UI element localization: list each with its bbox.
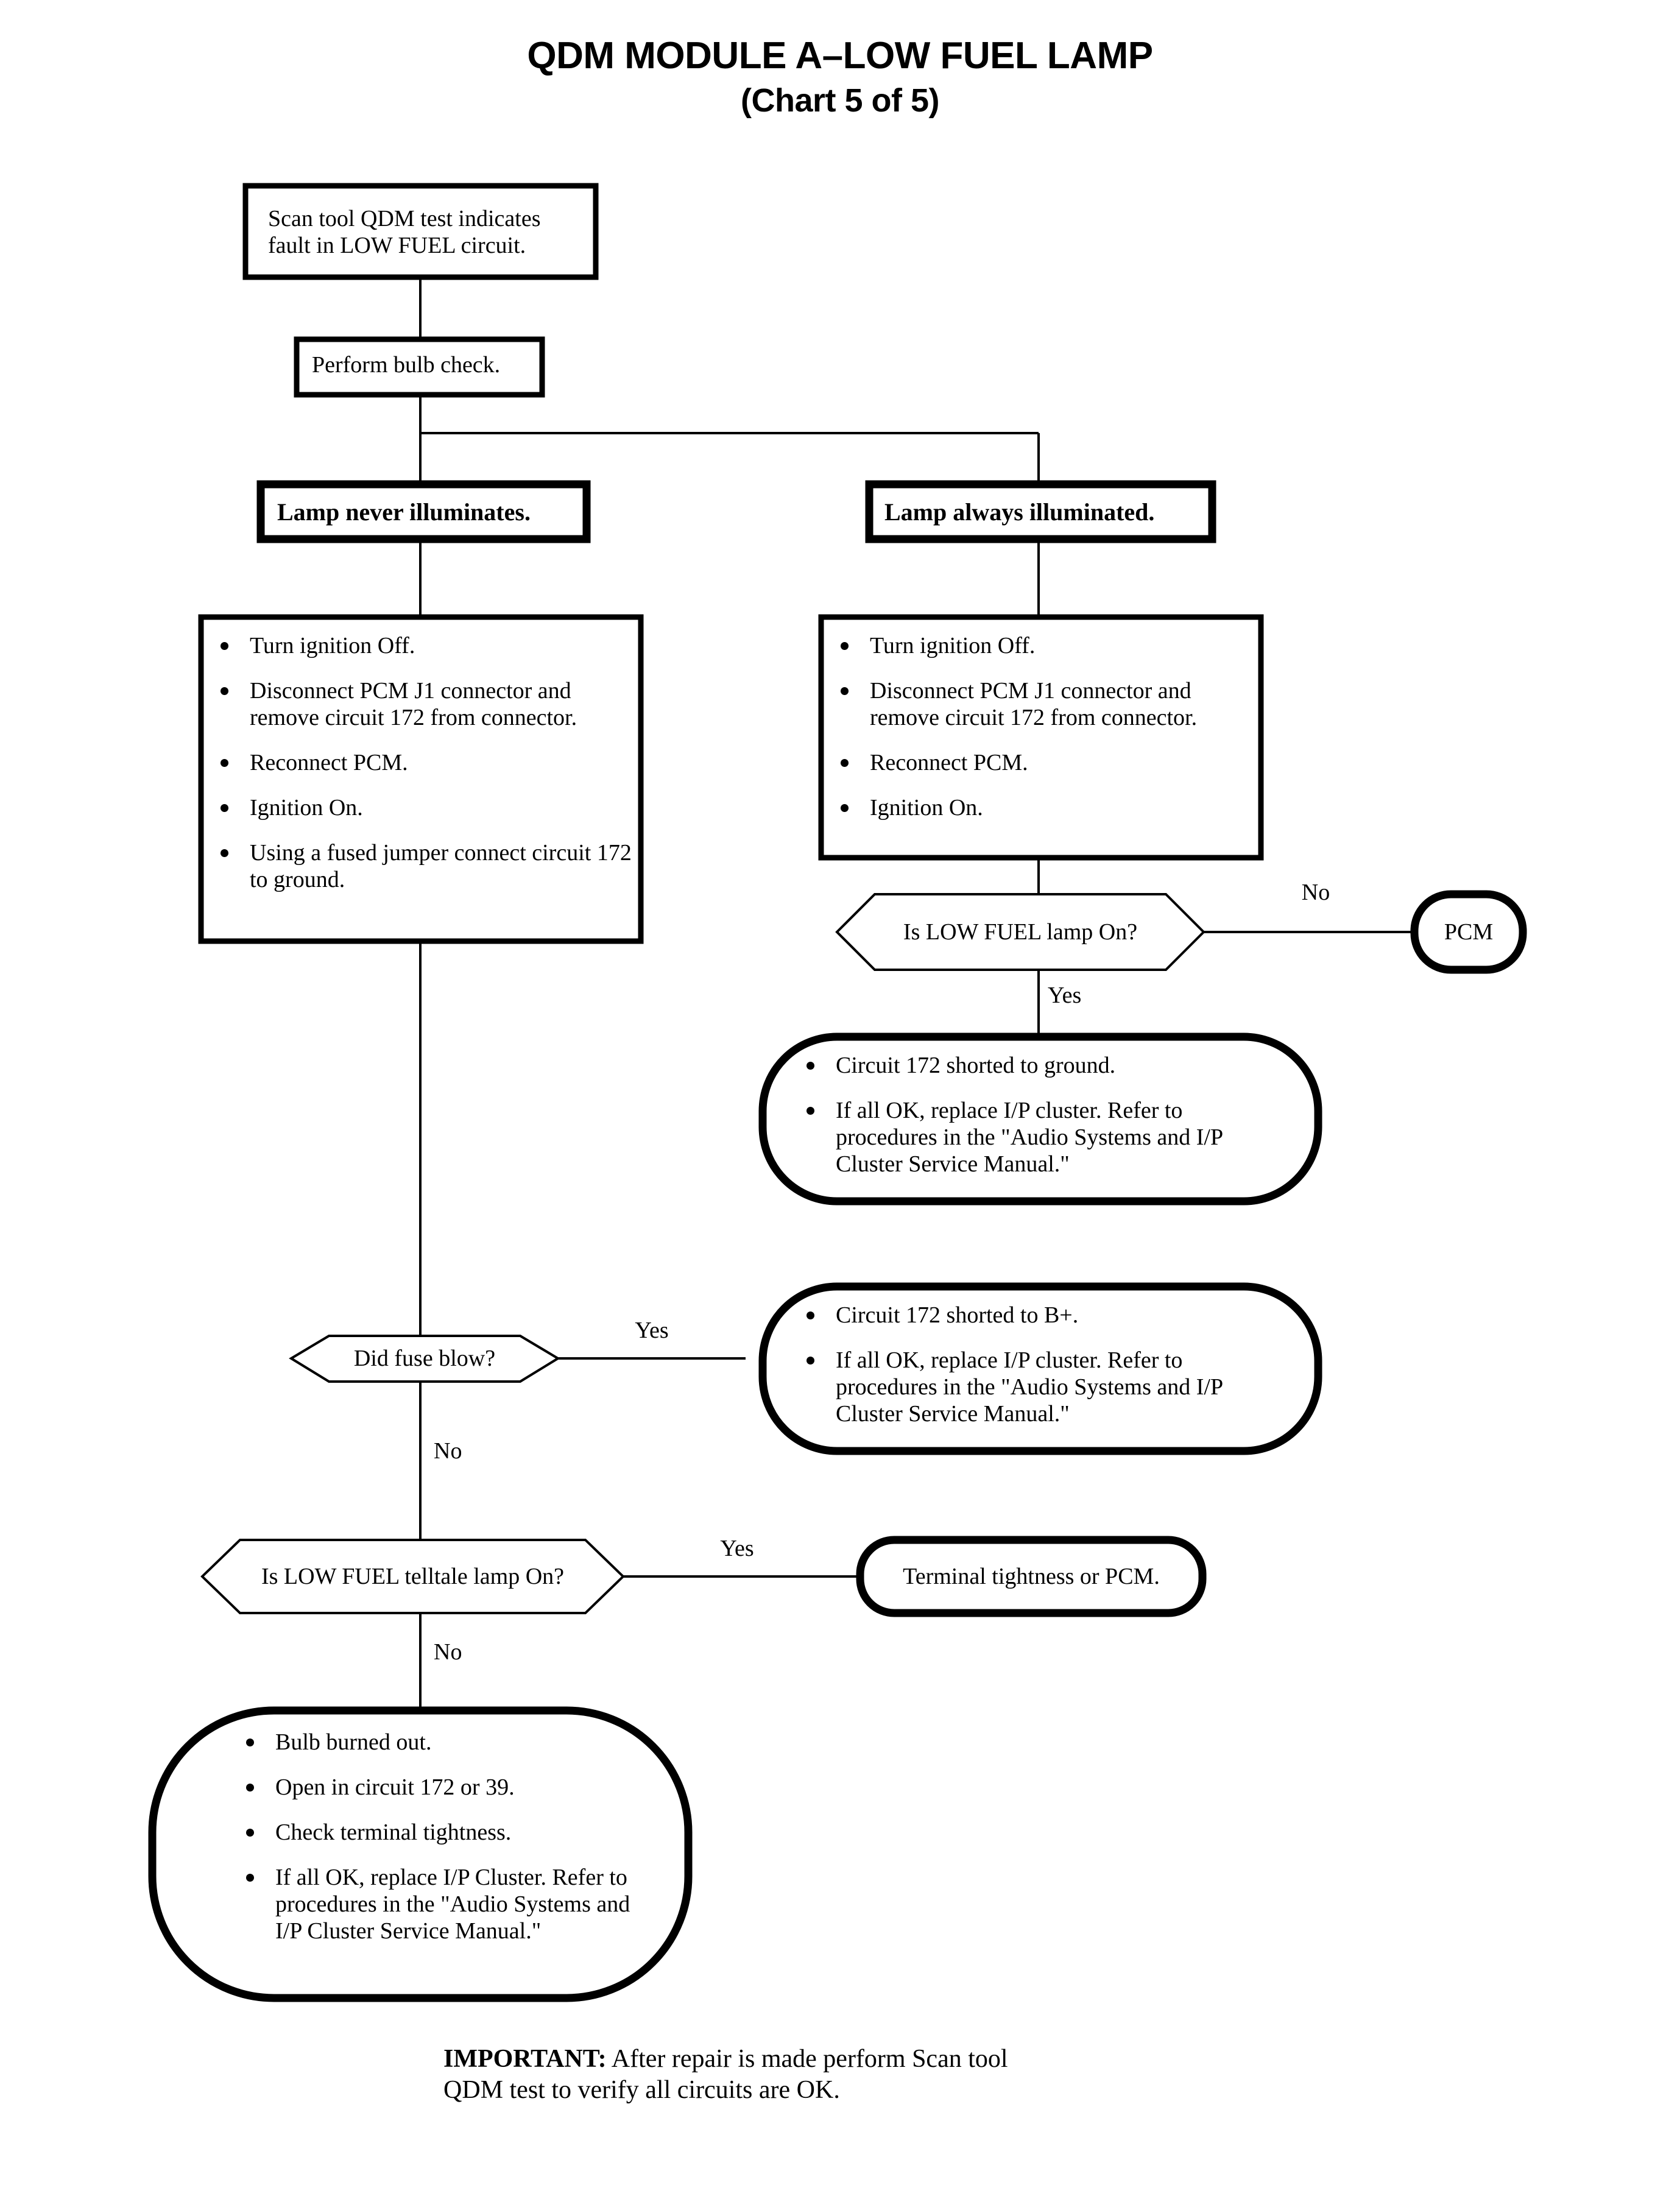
footer-important-label: IMPORTANT: xyxy=(443,2045,607,2073)
shape-decision-telltale xyxy=(200,1539,625,1614)
edge-label-fuse-no: No xyxy=(434,1438,462,1464)
list-item: Ignition On. xyxy=(212,794,632,821)
list-item: Ignition On. xyxy=(832,794,1252,821)
result-short-ground-list: Circuit 172 shorted to ground. If all OK… xyxy=(798,1052,1285,1177)
list-item: Using a fused jumper connect circuit 172… xyxy=(212,839,632,893)
terminal-pcm-text: PCM xyxy=(1444,919,1494,945)
shape-result-short-bplus xyxy=(758,1282,1322,1455)
list-item: Reconnect PCM. xyxy=(832,749,1252,776)
list-item: Turn ignition Off. xyxy=(212,632,632,659)
branch-right-text: Lamp always illuminated. xyxy=(884,498,1155,526)
decision-fuse-text: Did fuse blow? xyxy=(353,1346,496,1371)
left-steps-list: Turn ignition Off. Disconnect PCM J1 con… xyxy=(212,632,632,894)
connector-lines xyxy=(419,277,1414,1710)
footer-important: IMPORTANT: After repair is made perform … xyxy=(443,2044,1357,2106)
list-item: Bulb burned out. xyxy=(238,1729,652,1756)
shape-left-steps-box xyxy=(198,614,644,944)
decision-lamp-on-text: Is LOW FUEL lamp On? xyxy=(903,919,1138,945)
start-box-text: Scan tool QDM test indicates fault in LO… xyxy=(268,206,541,259)
edge-label-telltale-yes: Yes xyxy=(720,1536,754,1561)
edge-label-telltale-no: No xyxy=(434,1639,462,1665)
shape-result-short-ground xyxy=(758,1033,1322,1206)
list-item: Turn ignition Off. xyxy=(832,632,1252,659)
shape-terminal-pcm xyxy=(1410,890,1527,974)
shape-bulb-check-box xyxy=(294,336,545,398)
list-item: Disconnect PCM J1 connector and remove c… xyxy=(832,677,1252,731)
shape-decision-lamp-on xyxy=(835,893,1205,971)
page-title-line1: QDM MODULE A–LOW FUEL LAMP xyxy=(527,35,1153,77)
shape-result-terminal-tightness xyxy=(856,1536,1207,1617)
footer-important-text: After repair is made perform Scan tool Q… xyxy=(443,2045,1008,2105)
list-item: If all OK, replace I/P Cluster. Refer to… xyxy=(238,1864,652,1944)
bulb-check-text: Perform bulb check. xyxy=(312,352,501,378)
shape-decision-fuse xyxy=(289,1335,560,1383)
shape-branch-right-box xyxy=(865,480,1216,543)
branch-left-text: Lamp never illuminates. xyxy=(277,498,531,526)
result-terminal-tightness-text: Terminal tightness or PCM. xyxy=(903,1564,1160,1589)
shape-result-bulb-open xyxy=(148,1706,693,2002)
edge-label-lamp-on-no: No xyxy=(1301,880,1330,905)
page-title-line2: (Chart 5 of 5) xyxy=(740,82,940,119)
list-item: If all OK, replace I/P cluster. Refer to… xyxy=(798,1097,1285,1177)
shape-branch-left-box xyxy=(256,480,591,543)
list-item: Circuit 172 shorted to B+. xyxy=(798,1302,1285,1329)
result-short-bplus-list: Circuit 172 shorted to B+. If all OK, re… xyxy=(798,1302,1285,1427)
list-item: Reconnect PCM. xyxy=(212,749,632,776)
shape-start-box xyxy=(242,183,599,280)
shape-right-steps-box xyxy=(818,614,1264,861)
list-item: If all OK, replace I/P cluster. Refer to… xyxy=(798,1347,1285,1427)
edge-label-lamp-on-yes: Yes xyxy=(1048,983,1082,1008)
list-item: Disconnect PCM J1 connector and remove c… xyxy=(212,677,632,731)
list-item: Circuit 172 shorted to ground. xyxy=(798,1052,1285,1079)
edge-label-fuse-yes: Yes xyxy=(635,1318,669,1343)
right-steps-list: Turn ignition Off. Disconnect PCM J1 con… xyxy=(832,632,1252,821)
result-bulb-open-list: Bulb burned out. Open in circuit 172 or … xyxy=(238,1729,652,1944)
list-item: Open in circuit 172 or 39. xyxy=(238,1774,652,1801)
list-item: Check terminal tightness. xyxy=(238,1819,652,1846)
decision-telltale-text: Is LOW FUEL telltale lamp On? xyxy=(261,1564,565,1589)
